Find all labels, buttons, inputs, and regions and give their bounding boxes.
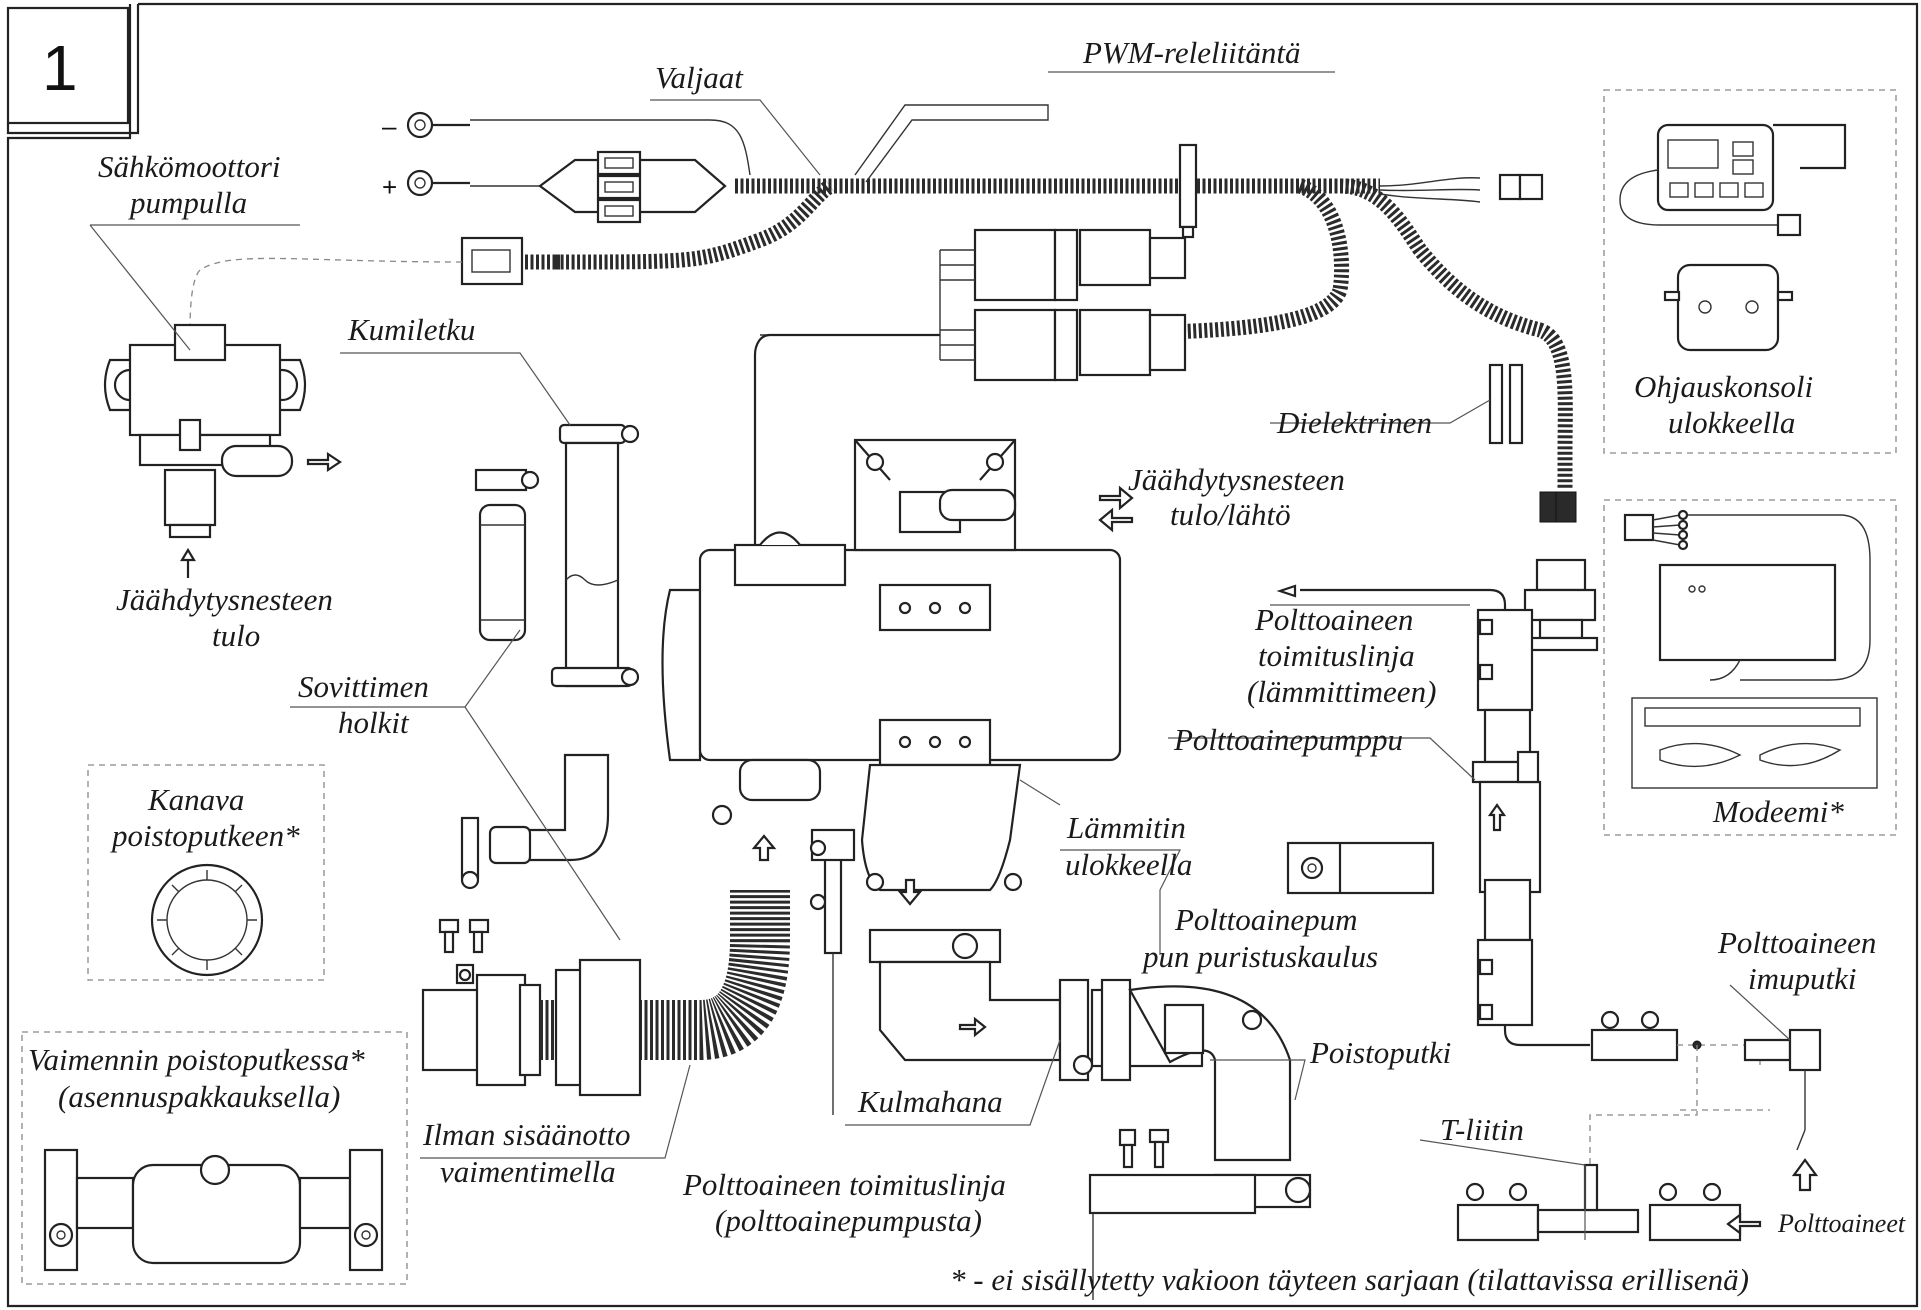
frame xyxy=(6,2,1919,1308)
dielectric-inserts xyxy=(1488,363,1524,445)
leader-lines xyxy=(89,71,1791,1240)
label-fuel-heater-2: toimituslinja xyxy=(1258,638,1415,673)
label-dielectric: Dielektrinen xyxy=(1276,405,1432,440)
label-fuel-intake-2: imuputki xyxy=(1748,961,1857,996)
label-heater-bracket-2: ulokkeella xyxy=(1065,847,1192,882)
label-coolant-inout-1: Jäähdytysnesteen xyxy=(1128,462,1345,497)
label-fuel: Polttoaineet xyxy=(1777,1209,1906,1238)
label-muffler-1: Vaimennin poistoputkessa* xyxy=(28,1042,365,1077)
label-pwm-relay: PWM-releliitäntä xyxy=(1082,35,1301,70)
exhaust-assembly xyxy=(868,928,1312,1300)
label-fuel-heater-1: Polttoaineen xyxy=(1254,602,1413,637)
label-coolant-in-1: Jäähdytysnesteen xyxy=(116,582,333,617)
heater-connector xyxy=(1523,491,1599,652)
electric-pump xyxy=(103,323,342,578)
label-fuel-intake-1: Polttoaineen xyxy=(1717,925,1876,960)
muffler xyxy=(21,1031,408,1285)
footnote: * - ei sisällytetty vakioon täyteen sarj… xyxy=(950,1262,1749,1297)
label-exhaust-pipe: Poistoputki xyxy=(1309,1035,1451,1070)
label-exhaust-channel-1: Kanava xyxy=(147,782,244,817)
modem xyxy=(1603,499,1897,836)
heater-unit xyxy=(661,438,1134,1115)
label-motor-pump-2: pumpulla xyxy=(128,185,247,220)
label-coolant-inout-2: tulo/lähtö xyxy=(1170,497,1291,532)
rubber-hose xyxy=(550,423,640,688)
fuel-system xyxy=(1276,584,1822,1242)
label-console-1: Ohjauskonsoli xyxy=(1634,369,1813,404)
pump-clamp xyxy=(1286,841,1435,895)
label-fuel-pumpline-1: Polttoaineen toimituslinja xyxy=(682,1167,1006,1202)
label-pump-clamp-2: pun puristuskaulus xyxy=(1141,939,1378,974)
adapter-sleeves xyxy=(460,468,610,890)
label-pump-clamp-1: Polttoainepum xyxy=(1174,902,1358,937)
label-harness: Valjaat xyxy=(655,60,744,95)
wiring-harness xyxy=(189,104,1599,652)
label-exhaust-channel-2: poistoputkeen* xyxy=(110,818,300,853)
air-intake xyxy=(421,890,790,1097)
label-fuel-pump: Polttoainepumppu xyxy=(1173,722,1403,757)
label-air-intake-2: vaimentimella xyxy=(440,1154,616,1189)
label-fuel-heater-3: (lämmittimeen) xyxy=(1247,674,1436,709)
fuse-holder xyxy=(538,150,727,224)
minus-symbol: – xyxy=(382,111,397,141)
label-coolant-in-2: tulo xyxy=(212,618,260,653)
label-rubber-hose: Kumiletku xyxy=(347,312,475,347)
label-adapter-sleeves-1: Sovittimen xyxy=(298,669,429,704)
plus-symbol: + xyxy=(382,172,397,202)
figure-number: 1 xyxy=(42,32,78,104)
label-muffler-2: (asennuspakkauksella) xyxy=(58,1079,340,1114)
control-console xyxy=(1603,89,1897,454)
label-fuel-pumpline-2: (polttoainepumpusta) xyxy=(715,1203,982,1238)
exhaust-channel xyxy=(87,764,325,981)
plug-bank xyxy=(753,228,1187,560)
label-elbow: Kulmahana xyxy=(857,1084,1003,1119)
label-motor-pump-1: Sähkömoottori xyxy=(98,149,281,184)
label-console-2: ulokkeella xyxy=(1668,405,1795,440)
label-t-connector: T-liitin xyxy=(1440,1112,1524,1147)
label-air-intake-1: Ilman sisäänotto xyxy=(422,1117,631,1152)
label-modem: Modeemi* xyxy=(1712,794,1844,829)
label-heater-bracket-1: Lämmitin xyxy=(1066,810,1186,845)
label-adapter-sleeves-2: holkit xyxy=(338,705,410,740)
